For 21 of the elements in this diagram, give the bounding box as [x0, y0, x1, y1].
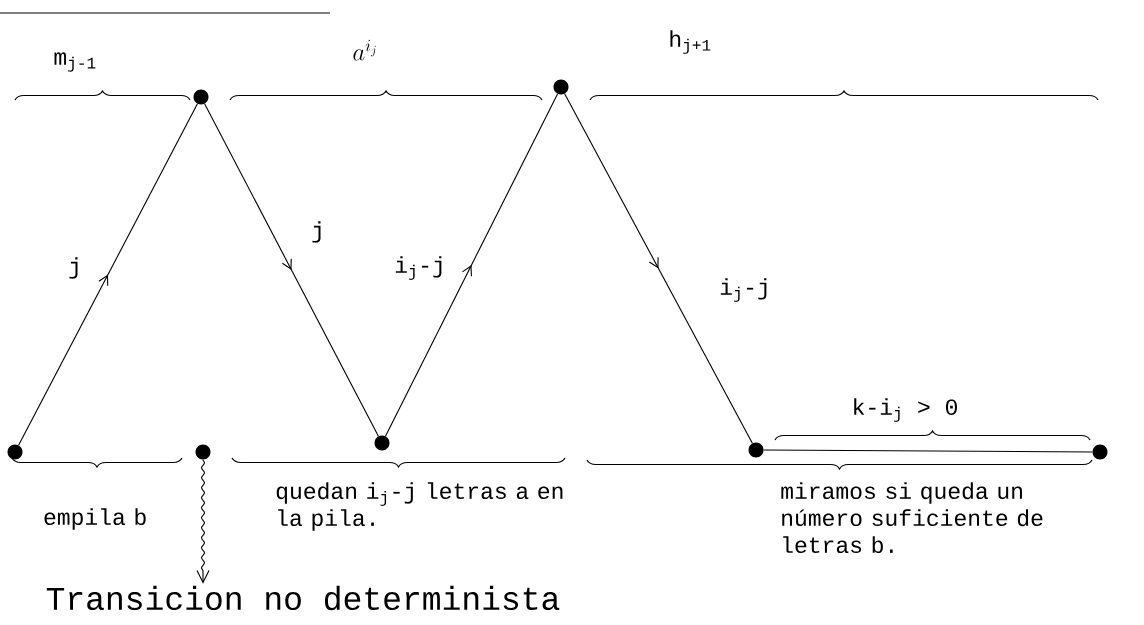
edge-label: i$_{j}$-j	[395, 256, 442, 280]
annotation-text: miramos si queda un número suficiente de letras b.	[781, 482, 1043, 554]
state-dot	[374, 435, 390, 451]
brace-label: m$_{j-1}$	[54, 52, 96, 72]
state-dot	[553, 79, 569, 95]
annotation-text: empila b	[44, 508, 146, 530]
state-dot	[1092, 444, 1108, 460]
edge-label: i$_{j}$-j	[720, 278, 767, 302]
brace-label: h$_{j+1}$	[670, 30, 711, 54]
brace-label: k-i$_{j}$ > 0	[854, 398, 957, 422]
edge-label: j	[312, 221, 321, 243]
wavy-arrow	[196, 459, 210, 584]
annotation-text: quedan i$_{j}$-j letras a en la pila.	[276, 482, 563, 531]
state-dot	[7, 444, 23, 460]
note-text: Transicion no determinista	[46, 585, 560, 611]
edge-label: j	[69, 257, 78, 279]
state-dot	[748, 442, 764, 458]
line	[763, 449, 1093, 453]
state-dot	[195, 444, 211, 460]
state-dot	[193, 89, 209, 105]
brace-label: $a^{i_j}$	[353, 39, 376, 61]
